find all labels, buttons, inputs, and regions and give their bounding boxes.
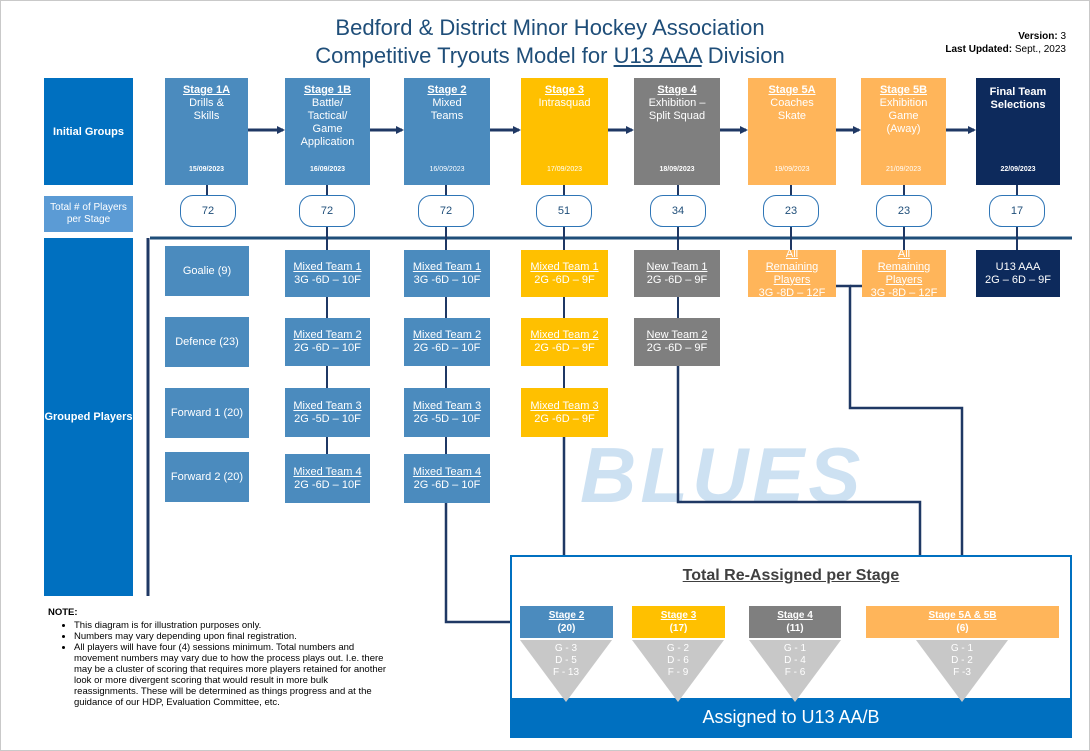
total-players-stage-1a: 72 — [180, 195, 236, 227]
note-item: This diagram is for illustration purpose… — [74, 620, 388, 631]
division-name: U13 AAA — [613, 43, 702, 68]
reassigned-stage-3: Stage 3(17) — [632, 606, 725, 638]
group-goalie: Goalie (9) — [165, 246, 249, 296]
stage-3-box: Stage 3 Intrasquad 17/09/2023 — [521, 78, 608, 185]
reassigned-title: Total Re-Assigned per Stage — [682, 567, 900, 584]
note-item: Numbers may vary depending upon final re… — [74, 631, 388, 642]
blues-watermark: BLUES — [580, 431, 865, 519]
sidebar-total-players: Total # of Players per Stage — [44, 196, 133, 232]
total-players-stage-5a: 23 — [763, 195, 819, 227]
reassigned-stage-5: Stage 5A & 5B(6) — [866, 606, 1059, 638]
reassigned-stage-2: Stage 2(20) — [520, 606, 613, 638]
stage-1a-box: Stage 1A Drills & Skills 15/09/2023 — [165, 78, 248, 185]
total-players-stage-3: 51 — [536, 195, 592, 227]
final-team-selections-box: Final Team Selections 22/09/2023 — [976, 78, 1060, 185]
stage-4-box: Stage 4 Exhibition – Split Squad 18/09/2… — [634, 78, 720, 185]
sidebar-grouped-players: Grouped Players — [44, 238, 133, 596]
page-title: Bedford & District Minor Hockey Associat… — [200, 14, 900, 70]
total-players-stage-4: 34 — [650, 195, 706, 227]
reassigned-stage-5-triangle — [916, 640, 1008, 702]
note-heading: NOTE: — [48, 607, 78, 618]
total-players-stage-2: 72 — [418, 195, 474, 227]
stage-1b-box: Stage 1B Battle/ Tactical/ Game Applicat… — [285, 78, 370, 185]
note-item: All players will have four (4) sessions … — [74, 642, 388, 708]
group-defence: Defence (23) — [165, 317, 249, 367]
reassigned-stage-4-triangle — [749, 640, 841, 702]
total-players-final: 17 — [989, 195, 1045, 227]
title-line-1: Bedford & District Minor Hockey Associat… — [335, 15, 765, 40]
stage-5b-box: Stage 5B Exhibition Game (Away) 21/09/20… — [861, 78, 946, 185]
total-players-stage-5b: 23 — [876, 195, 932, 227]
stage-5a-box: Stage 5A Coaches Skate 19/09/2023 — [748, 78, 836, 185]
reassigned-stage-4: Stage 4(11) — [749, 606, 841, 638]
group-forward-2: Forward 2 (20) — [165, 452, 249, 502]
title-line-2: Competitive Tryouts Model for U13 AAA Di… — [315, 43, 785, 68]
note-list: This diagram is for illustration purpose… — [48, 620, 388, 708]
note-section: NOTE: This diagram is for illustration p… — [48, 607, 388, 708]
stage-2-box: Stage 2 Mixed Teams 16/09/2023 — [404, 78, 490, 185]
reassigned-stage-2-triangle — [520, 640, 612, 702]
total-players-stage-1b: 72 — [299, 195, 355, 227]
assigned-footer: Assigned to U13 AA/B — [512, 698, 1070, 736]
reassigned-stage-3-triangle — [632, 640, 724, 702]
sidebar-initial-groups: Initial Groups — [44, 78, 133, 185]
group-forward-1: Forward 1 (20) — [165, 388, 249, 438]
version-info: Version: 3 Last Updated: Sept., 2023 — [945, 31, 1066, 55]
